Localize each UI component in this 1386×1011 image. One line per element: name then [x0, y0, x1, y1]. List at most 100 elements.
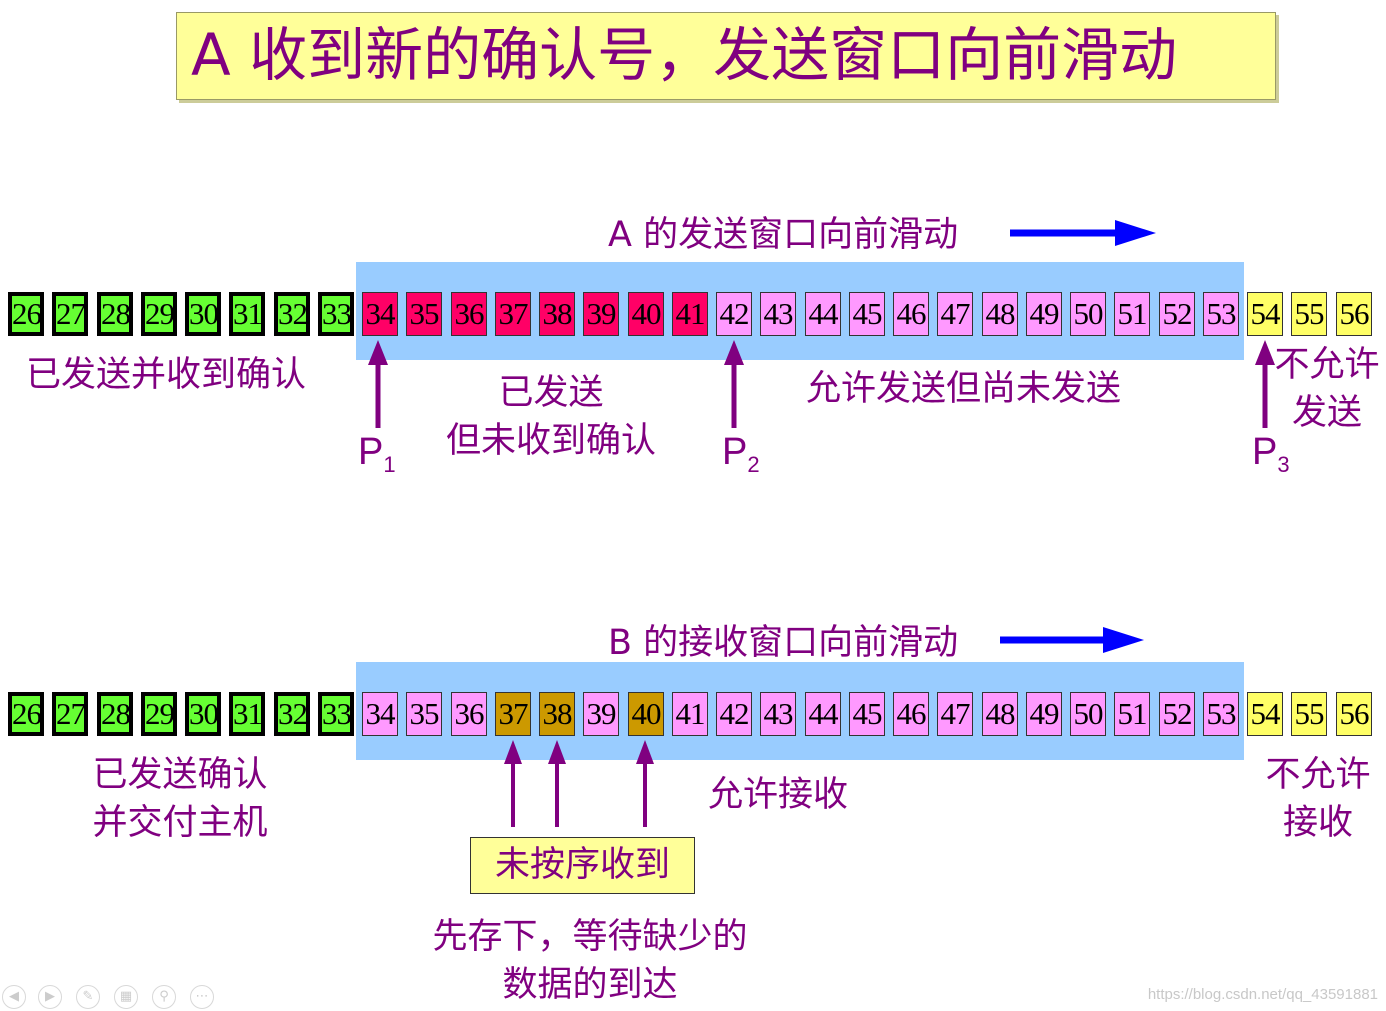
receiver-seq-cell-31: 31 [229, 692, 265, 736]
receiver-seq-cell-51: 51 [1114, 692, 1150, 736]
receiver-seq-cell-37: 37 [495, 692, 531, 736]
previous-slide-icon[interactable]: ◀ [2, 985, 26, 1009]
receiver-seq-cell-28: 28 [97, 692, 133, 736]
sender-seq-cell-49: 49 [1026, 292, 1062, 336]
sender-seq-cell-35: 35 [406, 292, 442, 336]
sender-unacked-label-line2: 但未收到确认 [445, 421, 656, 461]
sender-seq-cell-40: 40 [628, 292, 664, 336]
receiver-seq-cell-50: 50 [1070, 692, 1106, 736]
receiver-seq-cell-26: 26 [8, 692, 44, 736]
sender-seq-cell-33: 33 [318, 292, 354, 336]
out-of-order-arrow-38 [548, 740, 566, 827]
title-box: A 收到新的确认号，发送窗口向前滑动 [176, 12, 1276, 100]
receiver-seq-cell-38: 38 [539, 692, 575, 736]
receiver-slide-arrow [1000, 627, 1144, 653]
sender-seq-cell-39: 39 [583, 292, 619, 336]
sender-seq-cell-34: 34 [362, 292, 398, 336]
receiver-seq-cell-56: 56 [1336, 692, 1372, 736]
receiver-seq-cell-46: 46 [893, 692, 929, 736]
sender-seq-cell-41: 41 [672, 292, 708, 336]
out-of-order-arrow-40 [636, 740, 654, 827]
receiver-seq-cell-43: 43 [760, 692, 796, 736]
receiver-seq-cell-35: 35 [406, 692, 442, 736]
receiver-seq-cell-55: 55 [1291, 692, 1327, 736]
sender-seq-cell-29: 29 [141, 292, 177, 336]
sender-seq-cell-50: 50 [1070, 292, 1106, 336]
receiver-window-heading: B 的接收窗口向前滑动 [608, 623, 959, 663]
sender-not-allowed-line2: 发送 [1291, 393, 1362, 433]
pen-icon[interactable]: ✎ [76, 985, 100, 1009]
more-options-icon[interactable]: ⋯ [190, 985, 214, 1009]
receiver-seq-cell-36: 36 [451, 692, 487, 736]
watermark-text: https://blog.csdn.net/qq_43591881 [1147, 986, 1378, 1003]
next-slide-icon[interactable]: ▶ [38, 985, 62, 1009]
sender-unacked-label-line1: 已发送 [498, 373, 604, 413]
receiver-delivered-line1: 已发送确认 [92, 755, 268, 795]
sender-seq-cell-48: 48 [982, 292, 1018, 336]
sender-acked-label: 已发送并收到确认 [26, 355, 307, 395]
sender-seq-cell-37: 37 [495, 292, 531, 336]
sender-seq-cell-36: 36 [451, 292, 487, 336]
sender-seq-cell-52: 52 [1159, 292, 1195, 336]
zoom-icon[interactable]: ⚲ [152, 985, 176, 1009]
sender-slide-arrow [1010, 220, 1156, 246]
receiver-seq-cell-40: 40 [628, 692, 664, 736]
sender-seq-cell-31: 31 [229, 292, 265, 336]
pointer-p1-arrow [368, 340, 388, 428]
receiver-seq-cell-32: 32 [274, 692, 310, 736]
sender-seq-cell-28: 28 [97, 292, 133, 336]
receiver-seq-cell-53: 53 [1203, 692, 1239, 736]
sender-seq-cell-42: 42 [716, 292, 752, 336]
receiver-seq-cell-49: 49 [1026, 692, 1062, 736]
receiver-seq-cell-52: 52 [1159, 692, 1195, 736]
receiver-seq-cell-45: 45 [849, 692, 885, 736]
sender-seq-cell-51: 51 [1114, 292, 1150, 336]
sender-seq-cell-55: 55 [1291, 292, 1327, 336]
receiver-seq-cell-54: 54 [1247, 692, 1283, 736]
sender-seq-cell-26: 26 [8, 292, 44, 336]
slides-grid-icon[interactable]: ▦ [114, 985, 138, 1009]
receiver-seq-cell-48: 48 [982, 692, 1018, 736]
sender-seq-cell-54: 54 [1247, 292, 1283, 336]
receiver-seq-cell-47: 47 [937, 692, 973, 736]
receiver-delivered-line2: 并交付主机 [92, 803, 268, 843]
sender-seq-cell-27: 27 [52, 292, 88, 336]
sender-seq-cell-38: 38 [539, 292, 575, 336]
sender-seq-cell-44: 44 [805, 292, 841, 336]
receiver-seq-cell-33: 33 [318, 692, 354, 736]
sender-seq-cell-46: 46 [893, 292, 929, 336]
receiver-seq-cell-41: 41 [672, 692, 708, 736]
receiver-not-allowed-line1: 不允许 [1265, 755, 1371, 795]
sender-not-allowed-line1: 不允许 [1274, 345, 1380, 385]
buffer-note-line1: 先存下，等待缺少的 [432, 917, 748, 957]
slideshow-toolbar: ◀ ▶ ✎ ▦ ⚲ ⋯ [0, 985, 230, 1011]
receiver-not-allowed-line2: 接收 [1282, 803, 1353, 843]
out-of-order-arrow-37 [504, 740, 522, 827]
sender-window-heading: A 的发送窗口向前滑动 [608, 215, 959, 255]
sender-seq-cell-53: 53 [1203, 292, 1239, 336]
sender-seq-cell-47: 47 [937, 292, 973, 336]
pointer-p2-arrow [724, 340, 744, 428]
sender-seq-cell-43: 43 [760, 292, 796, 336]
pointer-p1-label: P1 [358, 431, 396, 477]
sender-allowed-label: 允许发送但尚未发送 [806, 369, 1122, 409]
sender-seq-cell-56: 56 [1336, 292, 1372, 336]
receiver-seq-cell-29: 29 [141, 692, 177, 736]
receiver-allowed-label: 允许接收 [708, 775, 849, 815]
pointer-p3-label: P3 [1252, 431, 1290, 477]
pointer-p2-label: P2 [722, 431, 760, 477]
receiver-seq-cell-30: 30 [185, 692, 221, 736]
pointer-p3-arrow [1255, 340, 1275, 428]
receiver-seq-cell-42: 42 [716, 692, 752, 736]
buffer-note-line2: 数据的到达 [502, 965, 678, 1005]
sender-seq-cell-30: 30 [185, 292, 221, 336]
receiver-seq-cell-39: 39 [583, 692, 619, 736]
receiver-seq-cell-44: 44 [805, 692, 841, 736]
sender-seq-cell-45: 45 [849, 292, 885, 336]
slide-title: A 收到新的确认号，发送窗口向前滑动 [191, 21, 1178, 89]
receiver-seq-cell-27: 27 [52, 692, 88, 736]
sender-seq-cell-32: 32 [274, 292, 310, 336]
out-of-order-label: 未按序收到 [470, 837, 695, 894]
receiver-seq-cell-34: 34 [362, 692, 398, 736]
